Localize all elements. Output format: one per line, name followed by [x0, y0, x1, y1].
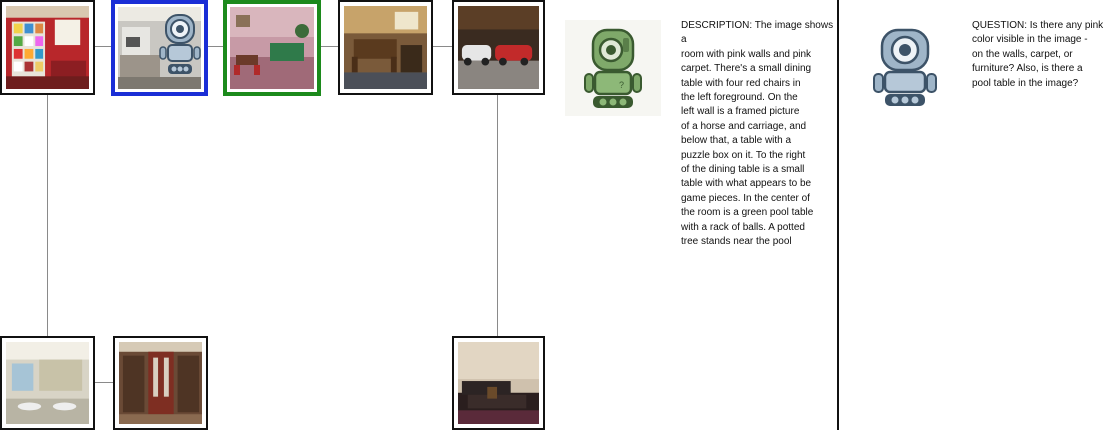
connector-left-vertical — [47, 92, 48, 382]
closet-thumbnail — [119, 342, 202, 424]
home-theater-thumbnail — [458, 342, 539, 424]
svg-text:?: ? — [619, 80, 624, 90]
graph-node-closet[interactable] — [113, 336, 208, 430]
green-robot-icon: ? — [584, 28, 642, 108]
description-text: DESCRIPTION: The image shows a room with… — [681, 20, 834, 248]
robot-overlay-icon — [159, 14, 201, 74]
green-robot-icon-background: ? — [565, 20, 661, 116]
red-room-thumbnail — [6, 6, 89, 89]
graph-node-home-theater[interactable] — [452, 336, 545, 430]
office-thumbnail — [118, 7, 201, 89]
graph-node-garage[interactable] — [452, 0, 545, 95]
blue-robot-icon — [868, 28, 942, 110]
graph-node-red-room[interactable] — [0, 0, 95, 95]
dining-room-thumbnail — [344, 6, 427, 89]
graph-node-pink-room-selected[interactable] — [223, 0, 321, 96]
connector-bottom-left — [94, 382, 116, 383]
panel-divider — [837, 0, 839, 430]
question-text: QUESTION: Is there any pink color visibl… — [972, 20, 1104, 89]
garage-thumbnail — [458, 6, 539, 89]
bathroom-thumbnail — [6, 342, 89, 424]
graph-node-dining-room[interactable] — [338, 0, 433, 95]
connector-right-vertical — [497, 92, 498, 336]
graph-node-office-current[interactable] — [111, 0, 208, 96]
graph-node-bathroom[interactable] — [0, 336, 95, 430]
pink-room-thumbnail — [230, 7, 314, 89]
